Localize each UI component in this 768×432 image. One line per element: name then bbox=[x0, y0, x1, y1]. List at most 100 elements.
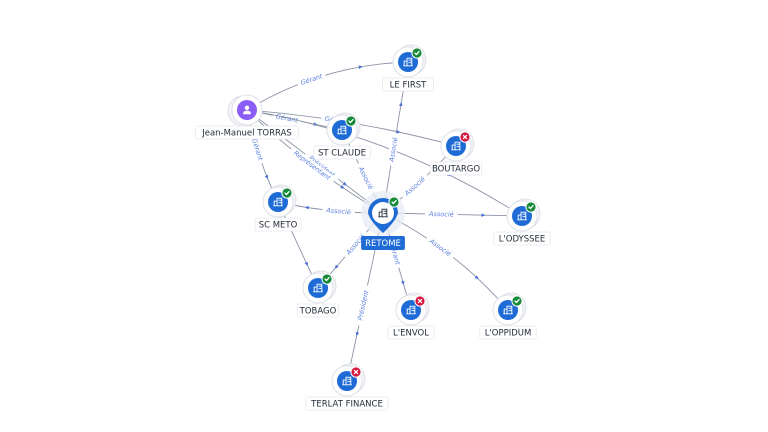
building-icon bbox=[273, 197, 283, 207]
node-label-background bbox=[254, 217, 302, 232]
node-label-background bbox=[493, 231, 551, 246]
company-circle bbox=[337, 371, 357, 391]
building-icon bbox=[451, 141, 461, 151]
check-badge-icon bbox=[511, 295, 523, 307]
node-le-first[interactable]: LE FIRST bbox=[381, 44, 434, 92]
arrow-icon bbox=[481, 213, 486, 217]
node-label: L'OPPIDUM bbox=[485, 329, 532, 339]
node-jean-manuel-torras[interactable]: Jean-Manuel TORRAS bbox=[195, 94, 299, 140]
nodes-layer: LE FIRST Jean-Manuel TORRAS ST CLAUDE BOUTA… bbox=[195, 44, 551, 411]
edge-label-text: Associé bbox=[402, 175, 426, 198]
node-lenvol[interactable]: L'ENVOL bbox=[387, 292, 435, 340]
building-icon bbox=[337, 125, 347, 135]
edge-label-text: Associé bbox=[325, 206, 351, 216]
check-badge-icon bbox=[525, 201, 537, 213]
node-label-background bbox=[387, 325, 435, 340]
check-badge-icon bbox=[388, 196, 400, 208]
edge-label-text: Gérant bbox=[250, 138, 265, 162]
company-circle bbox=[401, 300, 421, 320]
node-label: L'ODYSSEE bbox=[499, 235, 546, 245]
edge-label-gerant: Gérant bbox=[297, 71, 326, 87]
edge-label-president: Président bbox=[354, 284, 371, 326]
edge-label-background bbox=[304, 151, 341, 181]
company-circle bbox=[308, 278, 328, 298]
arrow-icon bbox=[334, 264, 339, 269]
building-icon bbox=[517, 211, 527, 221]
node-label-background bbox=[381, 77, 434, 92]
check-badge-icon bbox=[345, 115, 357, 127]
arrow-icon bbox=[304, 205, 310, 210]
check-badge-icon bbox=[281, 187, 293, 199]
arrow-icon bbox=[396, 129, 401, 134]
edge-label-text: Associé bbox=[387, 137, 399, 164]
check-badge-icon bbox=[321, 273, 333, 285]
node-retome-center[interactable]: RETOME bbox=[361, 191, 405, 250]
edge-label-text: Président bbox=[356, 289, 370, 321]
cross-badge-icon bbox=[414, 295, 426, 307]
edge-label-text: Associé bbox=[428, 210, 454, 219]
arrow-icon bbox=[355, 332, 360, 337]
company-circle bbox=[498, 300, 518, 320]
node-label-background bbox=[313, 145, 371, 160]
building-icon bbox=[342, 376, 352, 386]
edge-label-background bbox=[322, 205, 356, 217]
edge-label-associe: Associé bbox=[356, 162, 377, 194]
node-label-background bbox=[479, 325, 537, 340]
company-circle bbox=[332, 120, 352, 140]
center-label-background bbox=[361, 236, 405, 250]
check-badge-icon bbox=[411, 47, 423, 59]
arrow-icon bbox=[474, 275, 479, 280]
node-label: Jean-Manuel TORRAS bbox=[201, 129, 292, 139]
node-label: SC METO bbox=[259, 221, 298, 231]
arrow-icon bbox=[304, 261, 308, 267]
company-circle bbox=[512, 206, 532, 226]
edge-label-background bbox=[289, 146, 336, 184]
building-icon bbox=[403, 57, 413, 67]
arrow-icon bbox=[398, 101, 403, 107]
edge-label-background bbox=[354, 284, 371, 326]
node-loppidum[interactable]: L'OPPIDUM bbox=[479, 292, 537, 340]
node-label: ST CLAUDE bbox=[318, 149, 366, 159]
node-label: BOUTARGO bbox=[432, 165, 480, 175]
company-circle bbox=[268, 192, 288, 212]
center-inner bbox=[372, 202, 394, 224]
edge-label-background bbox=[297, 71, 326, 87]
building-icon bbox=[378, 208, 388, 218]
company-circle bbox=[446, 136, 466, 156]
edge-label-background bbox=[400, 172, 429, 199]
node-lodyssee[interactable]: L'ODYSSEE bbox=[493, 198, 551, 246]
arrow-icon bbox=[358, 65, 363, 69]
node-label: TERLAT FINANCE bbox=[310, 400, 383, 410]
node-terlat-finance[interactable]: TERLAT FINANCE bbox=[305, 363, 389, 411]
node-label-background bbox=[297, 303, 339, 318]
building-icon bbox=[313, 283, 323, 293]
node-boutargo[interactable]: BOUTARGO bbox=[429, 128, 482, 176]
edge-label-background bbox=[425, 235, 456, 260]
edge-label-background bbox=[425, 209, 458, 219]
arrow-icon bbox=[342, 181, 347, 186]
edge-label-associe: Associé bbox=[425, 235, 456, 260]
arrow-icon bbox=[340, 184, 345, 189]
building-icon bbox=[503, 305, 513, 315]
edge-label-associe: Associé bbox=[322, 205, 356, 217]
node-label: LE FIRST bbox=[390, 81, 428, 91]
node-sc-meto[interactable]: SC METO bbox=[254, 184, 302, 232]
building-icon bbox=[406, 305, 416, 315]
arrow-icon bbox=[264, 174, 269, 180]
person-icon bbox=[243, 105, 251, 115]
node-label-background bbox=[305, 396, 389, 411]
node-st-claude[interactable]: ST CLAUDE bbox=[313, 112, 371, 160]
edge-label-text: Associé bbox=[427, 237, 452, 259]
node-tobago[interactable]: TOBAGO bbox=[297, 270, 339, 318]
company-circle bbox=[398, 52, 418, 72]
cross-badge-icon bbox=[459, 131, 471, 143]
edge-label-background bbox=[386, 133, 400, 166]
arrow-icon bbox=[400, 280, 405, 286]
node-label: TOBAGO bbox=[299, 307, 337, 317]
center-label: RETOME bbox=[365, 239, 401, 249]
edge-label-background bbox=[250, 135, 266, 164]
edge-label-associe: Associé bbox=[425, 209, 458, 219]
edge-label-associe: Associé bbox=[400, 172, 429, 199]
edge-label-text: Gérant bbox=[300, 72, 324, 87]
